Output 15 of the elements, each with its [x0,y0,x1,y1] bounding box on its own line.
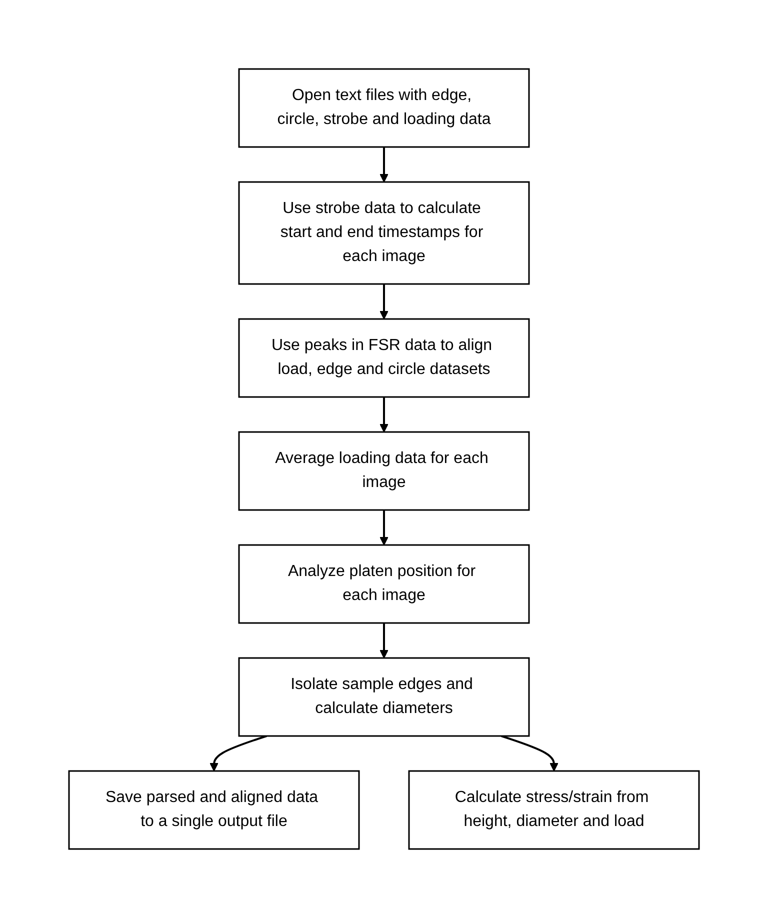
node-box: Isolate sample edges and calculate diameters [238,656,530,736]
node-box: Use strobe data to calculate start and end timestamps for each image [238,180,530,284]
arrow [380,284,388,319]
arrow [380,510,388,545]
arrow [380,396,388,432]
node-box: Open text files with edge, circle, strobe and loading data [238,68,530,148]
arrow [380,146,388,182]
node-box: Analyze platen position for each image [238,544,530,624]
arrow [501,734,558,771]
node-box: Use peaks in FSR data to align load, edge and circle datasets [238,318,530,398]
node-box: Average loading data for each image [238,430,530,510]
node-box: Calculate stress/strain from height, diameter and load [408,770,700,850]
arrow [380,622,388,658]
node-box: Save parsed and aligned data to a single output file [68,770,360,850]
arrow [210,734,267,771]
